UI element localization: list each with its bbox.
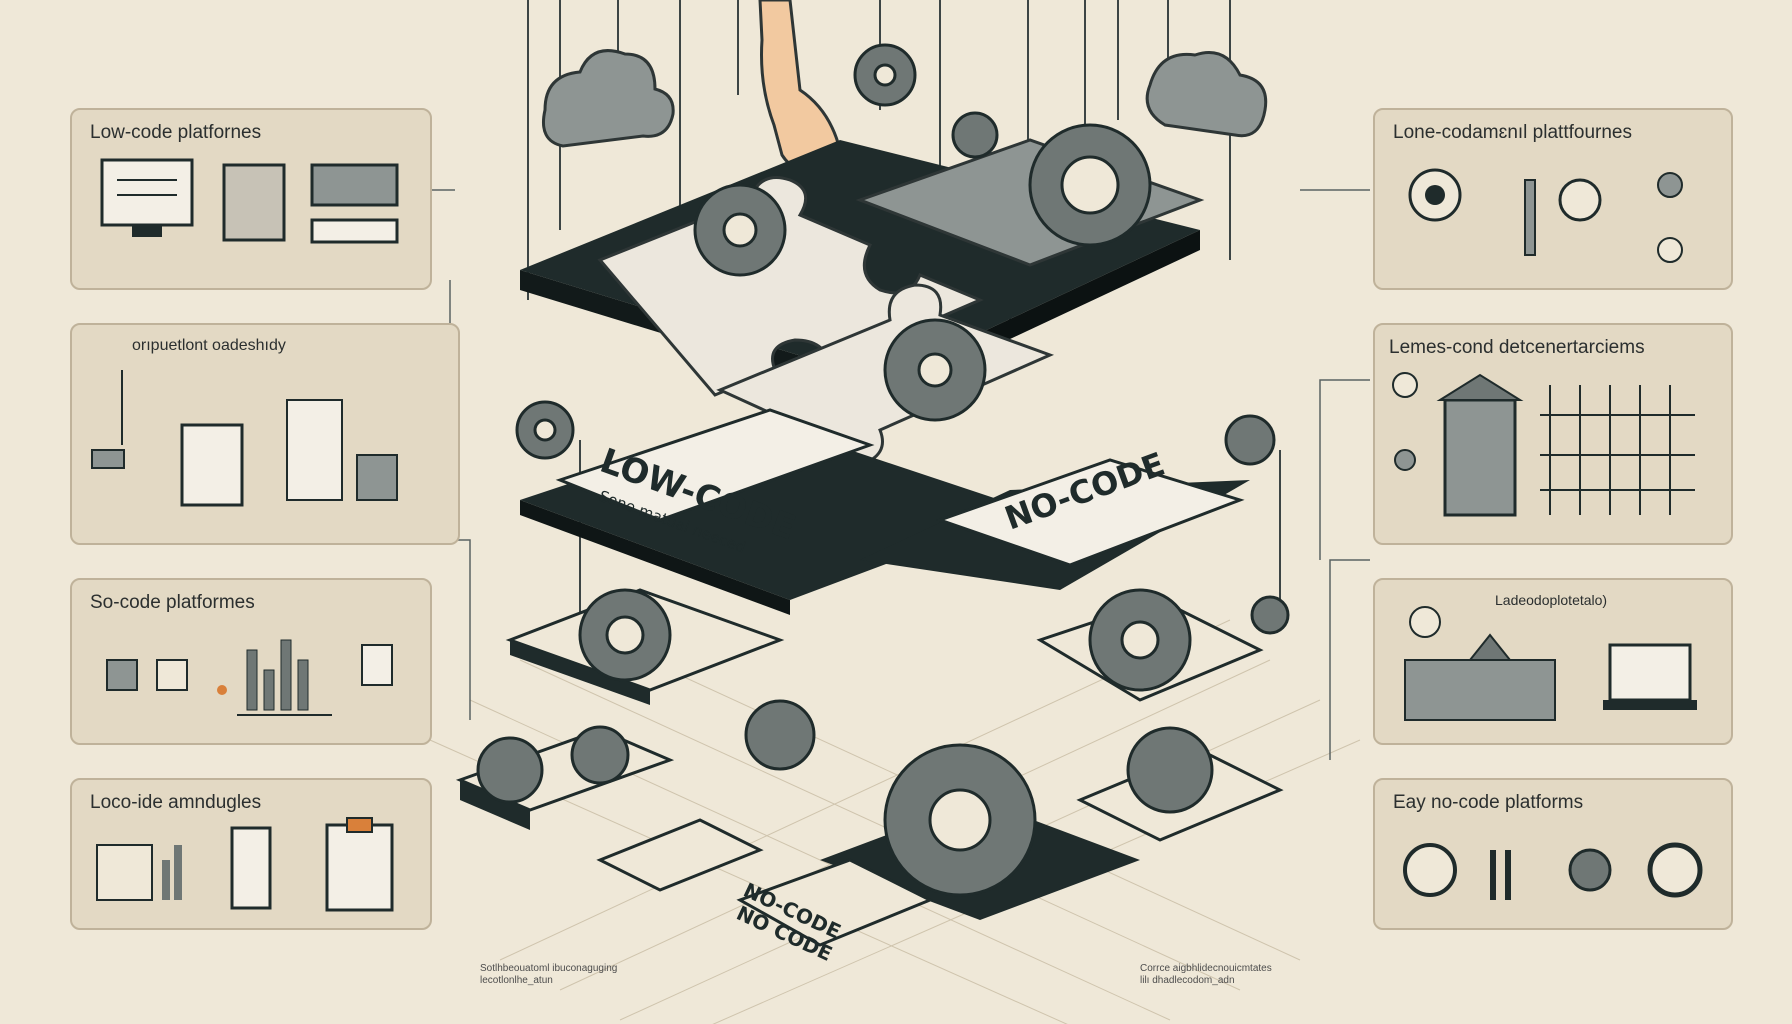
footer-right-line1: Corrce aigbhlidecnouicmtates [1140, 963, 1272, 974]
cloud-right-icon [1145, 51, 1268, 138]
cloud-left-icon [542, 49, 675, 148]
right-panel-4-title: Eay no-code platforms [1393, 792, 1584, 813]
left-panel-4: Loco-ide amndugles [70, 778, 432, 930]
gear-icon [476, 736, 544, 804]
tools-icon [1408, 168, 1683, 263]
right-panel-1: Lone-codamɛnıl plattfournes [1373, 108, 1733, 290]
left-panel-1: Low-code platfornes [70, 108, 432, 290]
monitor-icon [100, 158, 399, 244]
right-panel-1-title: Lone-codamɛnıl plattfournes [1393, 122, 1632, 143]
bar-chart-icon [106, 639, 393, 716]
right-panel-2-title: Lemes-cond detcenertarciems [1389, 337, 1645, 358]
building-icon [1392, 372, 1695, 517]
gear-icon [1126, 726, 1214, 814]
gear-holes [533, 63, 1160, 852]
left-panel-2-title: orıpuetlont oadeshıdy [132, 337, 286, 354]
left-panel-3-title: So-code platformes [90, 592, 255, 613]
laptop-icon [1404, 606, 1697, 721]
right-panel-4: Eay no-code platforms [1373, 778, 1733, 930]
footer-right-line2: lilı dhadlecodom_adn [1140, 975, 1235, 986]
footer-left: Sotlhbeouatoml ibuconaguging lecotlonlhe… [480, 963, 617, 987]
gear-icon [744, 699, 816, 771]
gear-icon [1224, 414, 1276, 466]
right-panel-3: Ladeodoplotetalo) [1373, 578, 1733, 745]
workflow-icon [91, 370, 398, 507]
gear-icon [570, 725, 630, 785]
footer-left-line2: lecotlonlhe_atun [480, 975, 553, 986]
left-panel-2: orıpuetlont oadeshıdy [70, 323, 460, 545]
gear-icon [1250, 595, 1290, 635]
right-panel-3-title: Ladeodoplotetalo) [1495, 592, 1608, 608]
footer-right: Corrce aigbhlidecnouicmtates lilı dhadle… [1140, 963, 1272, 987]
right-panel-2: Lemes-cond detcenertarciems [1373, 323, 1733, 545]
gear-icon [951, 111, 999, 159]
label-layer [520, 408, 1250, 615]
left-panel-3: So-code platformes [70, 578, 432, 745]
left-panel-1-title: Low-code platfornes [90, 122, 262, 143]
clipboard-icon [96, 817, 394, 912]
settings-icons [1403, 842, 1703, 900]
left-panel-4-title: Loco-ide amndugles [90, 792, 262, 813]
footer-left-line1: Sotlhbeouatoml ibuconaguging [480, 963, 618, 974]
